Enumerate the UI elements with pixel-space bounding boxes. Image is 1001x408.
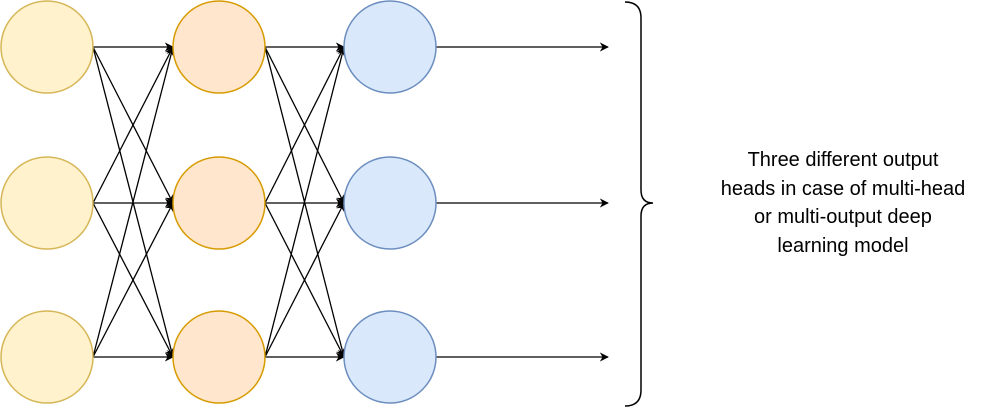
connection-edge <box>264 46 345 204</box>
output-node <box>343 156 437 250</box>
output-heads-annotation: Three different output heads in case of … <box>680 146 1001 260</box>
output-node <box>343 0 437 94</box>
connection-edge <box>264 46 347 358</box>
connection-edge <box>92 46 176 358</box>
input-node <box>0 156 94 250</box>
annotation-line: heads in case of multi-head <box>720 177 966 200</box>
output-node <box>343 310 437 404</box>
curly-brace <box>624 1 654 407</box>
connection-edge <box>92 202 174 358</box>
annotation-line: learning model <box>777 234 909 257</box>
connection-edge <box>264 202 345 358</box>
input-node <box>0 310 94 404</box>
hidden-node <box>172 156 266 250</box>
connection-edge <box>92 46 174 204</box>
hidden-node <box>172 310 266 404</box>
hidden-node <box>172 0 266 94</box>
annotation-line: or multi-output deep <box>754 206 932 229</box>
input-node <box>0 0 94 94</box>
annotation-line: Three different output <box>747 149 939 171</box>
